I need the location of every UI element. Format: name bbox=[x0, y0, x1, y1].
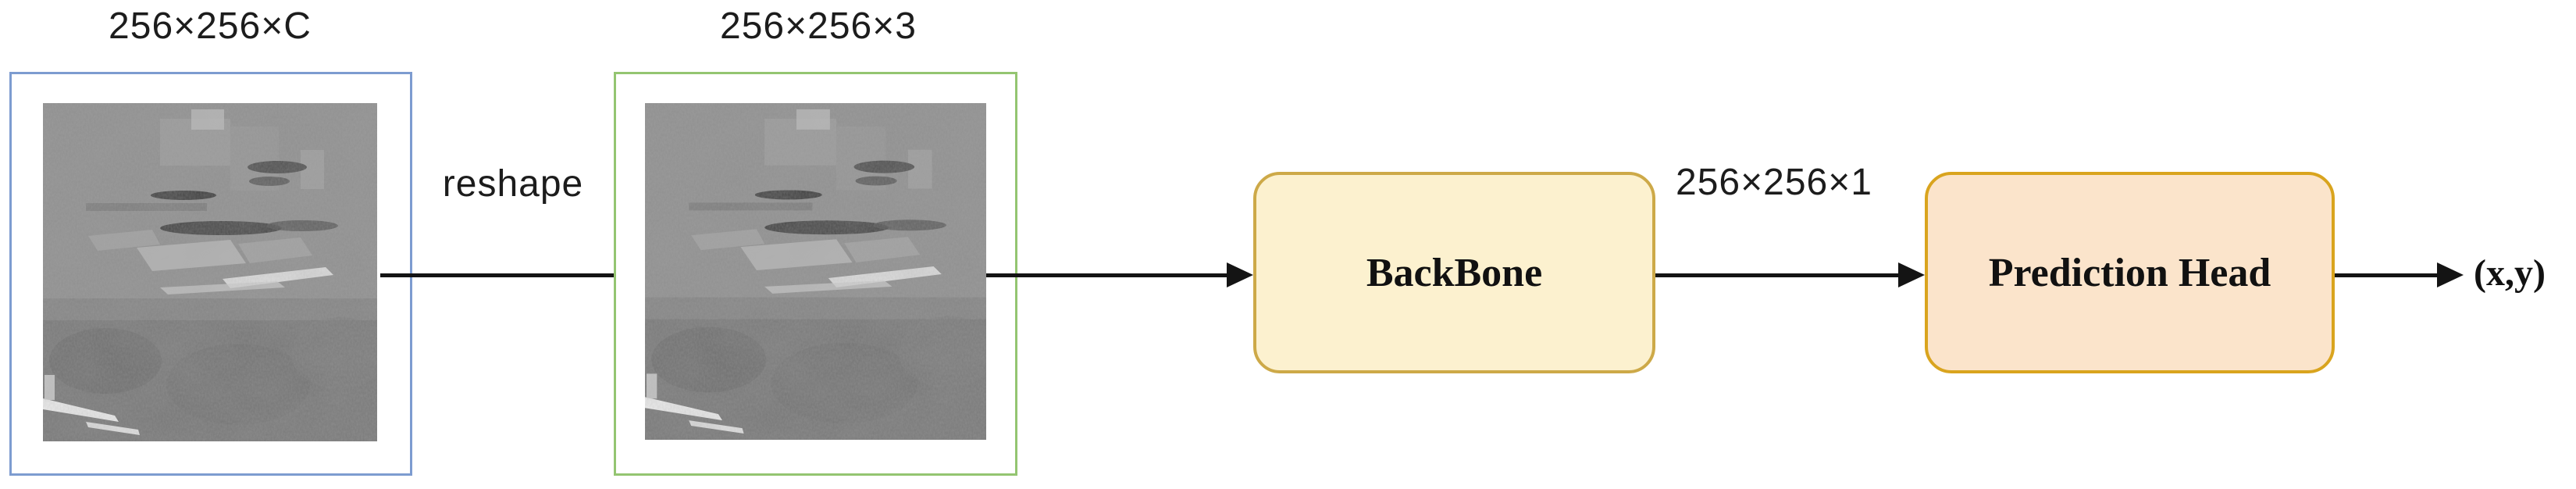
prediction-input-arrow-shaft bbox=[1655, 273, 1898, 277]
input-dims-label: 256×256×C bbox=[109, 5, 312, 47]
input-image bbox=[43, 103, 377, 441]
feature-dims-label: 256×256×1 bbox=[1676, 162, 1872, 203]
input-image-box bbox=[9, 72, 412, 476]
prediction-input-arrow bbox=[1655, 262, 1925, 287]
backbone-node-label: BackBone bbox=[1366, 250, 1543, 295]
output-arrow-shaft bbox=[2335, 273, 2437, 277]
output-arrow bbox=[2335, 262, 2464, 287]
backbone-input-arrow bbox=[986, 262, 1253, 287]
reshaped-image bbox=[645, 103, 986, 440]
reshaped-dims-label: 256×256×3 bbox=[720, 5, 917, 47]
reshape-label: reshape bbox=[442, 163, 584, 205]
reshape-arrow-shaft bbox=[380, 273, 618, 277]
backbone-input-arrowhead-icon bbox=[1227, 262, 1253, 287]
output-arrowhead-icon bbox=[2437, 262, 2464, 287]
prediction-input-arrowhead-icon bbox=[1898, 262, 1925, 287]
output-coords-label: (x,y) bbox=[2474, 252, 2546, 294]
prediction-head-node-label: Prediction Head bbox=[1988, 250, 2271, 295]
backbone-node: BackBone bbox=[1253, 172, 1655, 373]
backbone-input-arrow-shaft bbox=[986, 273, 1227, 277]
reshaped-image-box bbox=[614, 72, 1017, 476]
reshape-arrow bbox=[380, 262, 645, 287]
prediction-head-node: Prediction Head bbox=[1925, 172, 2335, 373]
